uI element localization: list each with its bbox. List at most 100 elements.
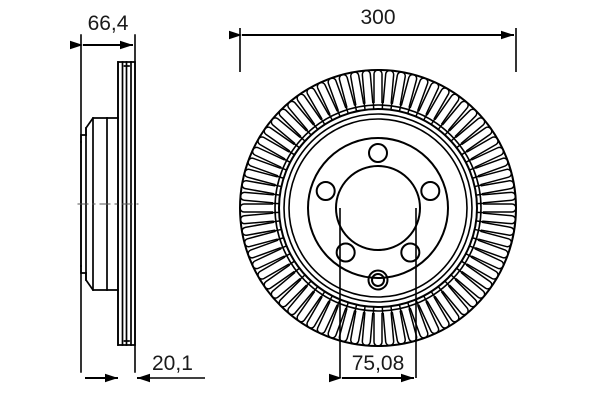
bolt-hole	[315, 181, 336, 202]
ventilation-slot	[461, 126, 493, 152]
slot-tick	[336, 109, 341, 117]
dimension-label-overall-width: 66,4	[88, 12, 129, 35]
ventilation-slot	[373, 69, 383, 103]
bolt-hole	[420, 181, 441, 202]
slot-tick	[305, 129, 312, 136]
slot-tick	[437, 123, 444, 130]
ventilation-slot	[480, 221, 515, 236]
slot-tick	[312, 286, 319, 293]
ventilation-slot	[247, 239, 281, 259]
ventilation-slot	[483, 203, 517, 213]
slot-tick	[444, 280, 451, 287]
ventilation-slot	[426, 296, 450, 329]
ventilation-slot	[434, 291, 460, 323]
slot-tick	[398, 304, 402, 312]
slot-tick	[474, 184, 482, 188]
slot-tick	[423, 113, 428, 121]
ventilation-slot	[306, 296, 330, 329]
ventilation-slot	[361, 312, 374, 347]
ventilation-slot	[270, 271, 301, 299]
slot-tick	[390, 102, 393, 110]
ventilation-slot	[257, 256, 290, 280]
ventilation-slot	[241, 180, 276, 195]
ventilation-slot	[426, 87, 450, 120]
dimension-hub-bore: 75,08	[329, 352, 414, 383]
slot-tick	[363, 306, 366, 314]
front-face-view	[239, 28, 517, 378]
slot-tick	[328, 295, 333, 303]
ventilation-slot	[471, 248, 505, 270]
ventilation-slot	[316, 301, 338, 335]
centre-pin	[367, 269, 389, 291]
ventilation-slot	[471, 146, 505, 168]
hat-inner-edge	[335, 165, 421, 251]
ventilation-slot	[243, 230, 278, 248]
ventilation-slot	[455, 117, 486, 145]
slot-tick	[293, 142, 300, 149]
slot-tick	[312, 123, 319, 130]
dimension-label-disc-thickness: 20,1	[152, 352, 193, 375]
slot-tick	[474, 228, 482, 232]
slot-tick	[444, 129, 451, 136]
slot-tick	[272, 220, 280, 223]
ventilation-slot	[448, 108, 478, 138]
slot-tick	[320, 291, 326, 298]
ventilation-slot	[239, 203, 273, 213]
slot-tick	[283, 253, 291, 258]
slot-tick	[293, 267, 300, 274]
ventilation-slot	[461, 264, 493, 290]
slot-tick	[398, 104, 402, 112]
ventilation-slot	[418, 301, 440, 335]
dimension-disc-thickness: 20,1	[85, 352, 205, 383]
bolt-hole	[400, 242, 421, 263]
ventilation-slot	[418, 81, 440, 115]
ventilation-slot	[287, 285, 315, 316]
disc-outer-edge	[239, 69, 517, 347]
ventilation-slot	[482, 212, 517, 225]
ventilation-slot	[263, 264, 295, 290]
slot-tick	[472, 237, 480, 241]
slot-tick	[437, 286, 444, 293]
ventilation-slot	[448, 278, 478, 308]
ventilation-slot	[441, 285, 469, 316]
ventilation-slot	[382, 312, 395, 347]
slot-tick	[279, 166, 287, 171]
slot-tick	[320, 118, 326, 125]
ventilation-slot	[241, 221, 276, 236]
slot-tick	[354, 104, 358, 112]
ventilation-slot	[409, 305, 429, 339]
ventilation-slot	[475, 157, 509, 177]
slot-tick	[328, 113, 333, 121]
slot-tick	[465, 253, 473, 258]
side-section-view	[77, 34, 139, 373]
ventilation-slot	[251, 146, 285, 168]
slot-tick	[472, 175, 480, 179]
slot-tick	[305, 280, 312, 287]
ventilation-slot	[243, 168, 278, 186]
ventilation-slot	[409, 77, 429, 111]
slot-tick	[423, 295, 428, 303]
ventilation-slot	[466, 136, 499, 160]
ventilation-slot-band	[239, 69, 517, 347]
ventilation-slot	[278, 278, 308, 308]
ventilation-slot	[306, 87, 330, 120]
slot-tick	[288, 260, 295, 266]
ventilation-slot	[287, 100, 315, 131]
slot-tick	[345, 302, 349, 310]
ventilation-slot	[327, 305, 347, 339]
slot-tick	[469, 166, 477, 171]
slot-tick	[407, 302, 411, 310]
ventilation-slot	[400, 308, 418, 343]
dimension-overall-width: 66,4	[70, 12, 133, 50]
slot-tick	[415, 109, 420, 117]
slot-tick	[299, 135, 306, 142]
ventilation-slot	[350, 310, 365, 345]
slot-tick	[469, 245, 477, 250]
ventilation-slot	[400, 73, 418, 108]
slot-tick	[430, 118, 436, 125]
ventilation-slot	[391, 71, 406, 106]
ventilation-slot	[466, 256, 499, 280]
slot-tick	[450, 274, 457, 281]
ventilation-slot	[296, 291, 322, 323]
